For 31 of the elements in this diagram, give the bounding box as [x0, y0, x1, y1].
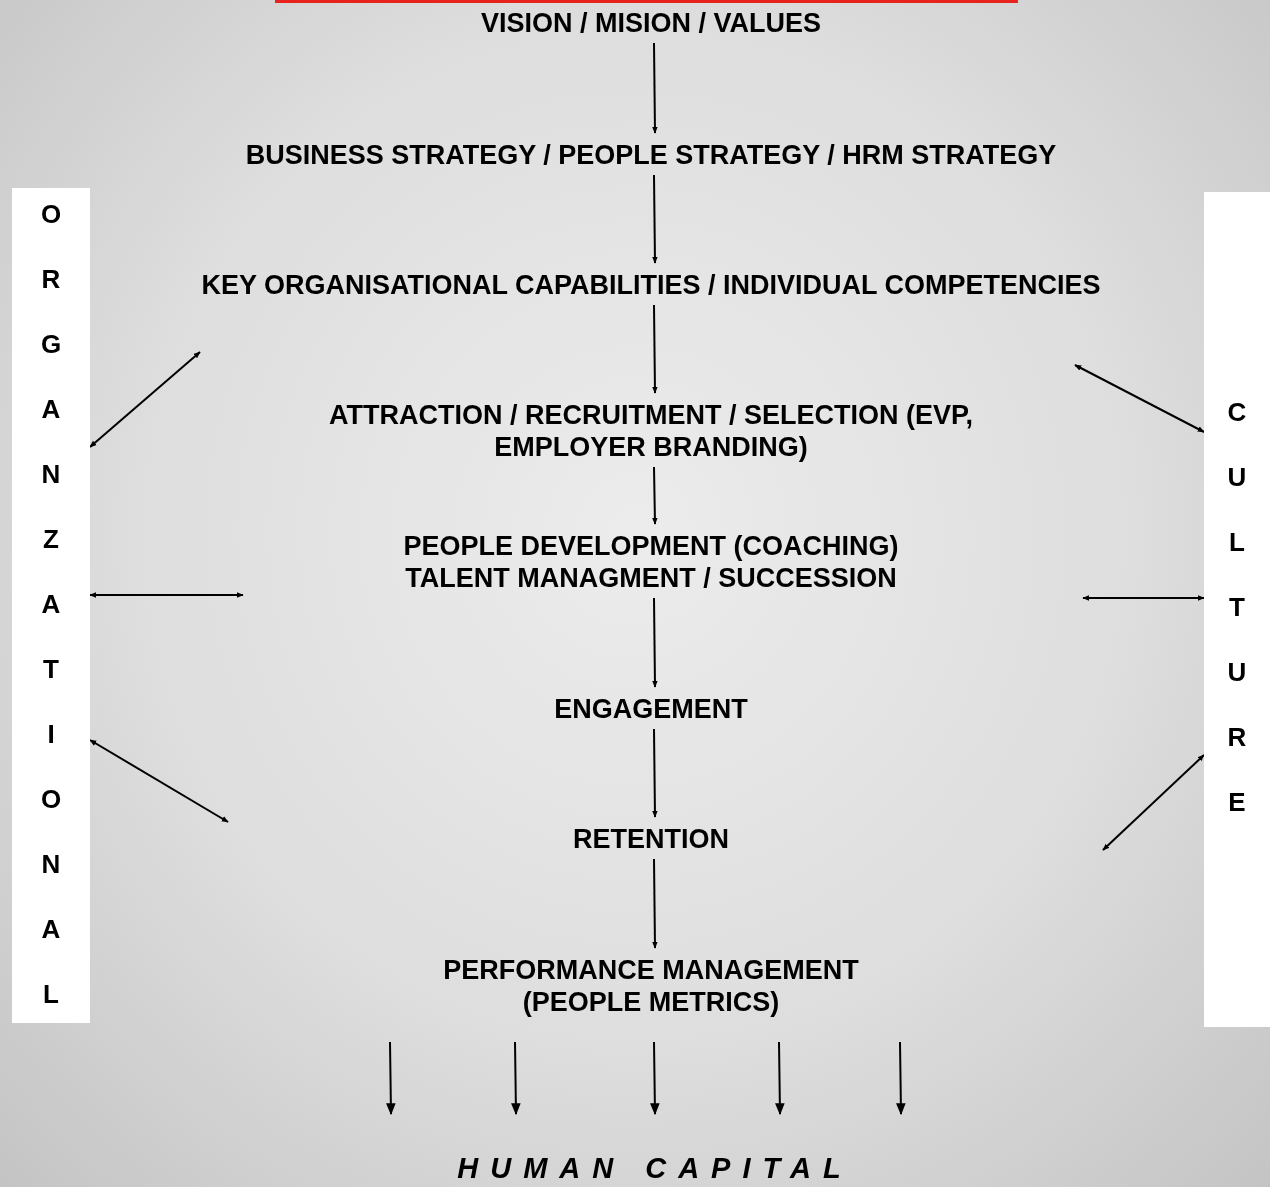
- arrow: [775, 1041, 785, 1116]
- arrow: [386, 1041, 396, 1116]
- stage-label: ATTRACTION / RECRUITMENT / SELECTION (EVP, EMPLOYER BRANDING): [306, 399, 996, 463]
- arrow: [650, 1041, 660, 1116]
- side-band: [1204, 192, 1270, 1027]
- arrow: [652, 304, 658, 394]
- arrow: [652, 42, 658, 134]
- vertical-label: CULTURE: [1226, 396, 1248, 819]
- stage-label: PERFORMANCE MANAGEMENT (PEOPLE METRICS): [391, 954, 911, 1042]
- arrow: [511, 1041, 521, 1116]
- double-arrow: [89, 739, 229, 823]
- stage-label: PEOPLE DEVELOPMENT (COACHING) TALENT MANAGMENT / SUCCESSION: [351, 530, 951, 594]
- stage-label: BUSINESS STRATEGY / PEOPLE STRATEGY / HRM STRATEGY: [245, 139, 1057, 171]
- stage-label: VISION / MISION / VALUES: [481, 7, 821, 39]
- result-label: HUMAN CAPITAL: [457, 1114, 853, 1184]
- arrow: [652, 597, 658, 688]
- stage-label: RETENTION: [573, 823, 729, 855]
- double-arrow: [89, 351, 201, 448]
- double-arrow: [1102, 754, 1205, 851]
- arrow: [652, 174, 658, 264]
- double-arrow: [1074, 364, 1205, 433]
- double-arrow: [1082, 595, 1205, 601]
- double-arrow: [89, 592, 244, 598]
- side-band: [12, 188, 90, 1023]
- arrow: [652, 858, 658, 949]
- arrow: [652, 728, 658, 818]
- stage-label: KEY ORGANISATIONAL CAPABILITIES / INDIVIDUAL COMPETENCIES: [201, 269, 1101, 301]
- arrow: [896, 1041, 906, 1116]
- vertical-label: ORGANZATIONAL: [40, 198, 62, 1011]
- arrow: [652, 466, 658, 525]
- stage-label: ENGAGEMENT: [554, 693, 748, 725]
